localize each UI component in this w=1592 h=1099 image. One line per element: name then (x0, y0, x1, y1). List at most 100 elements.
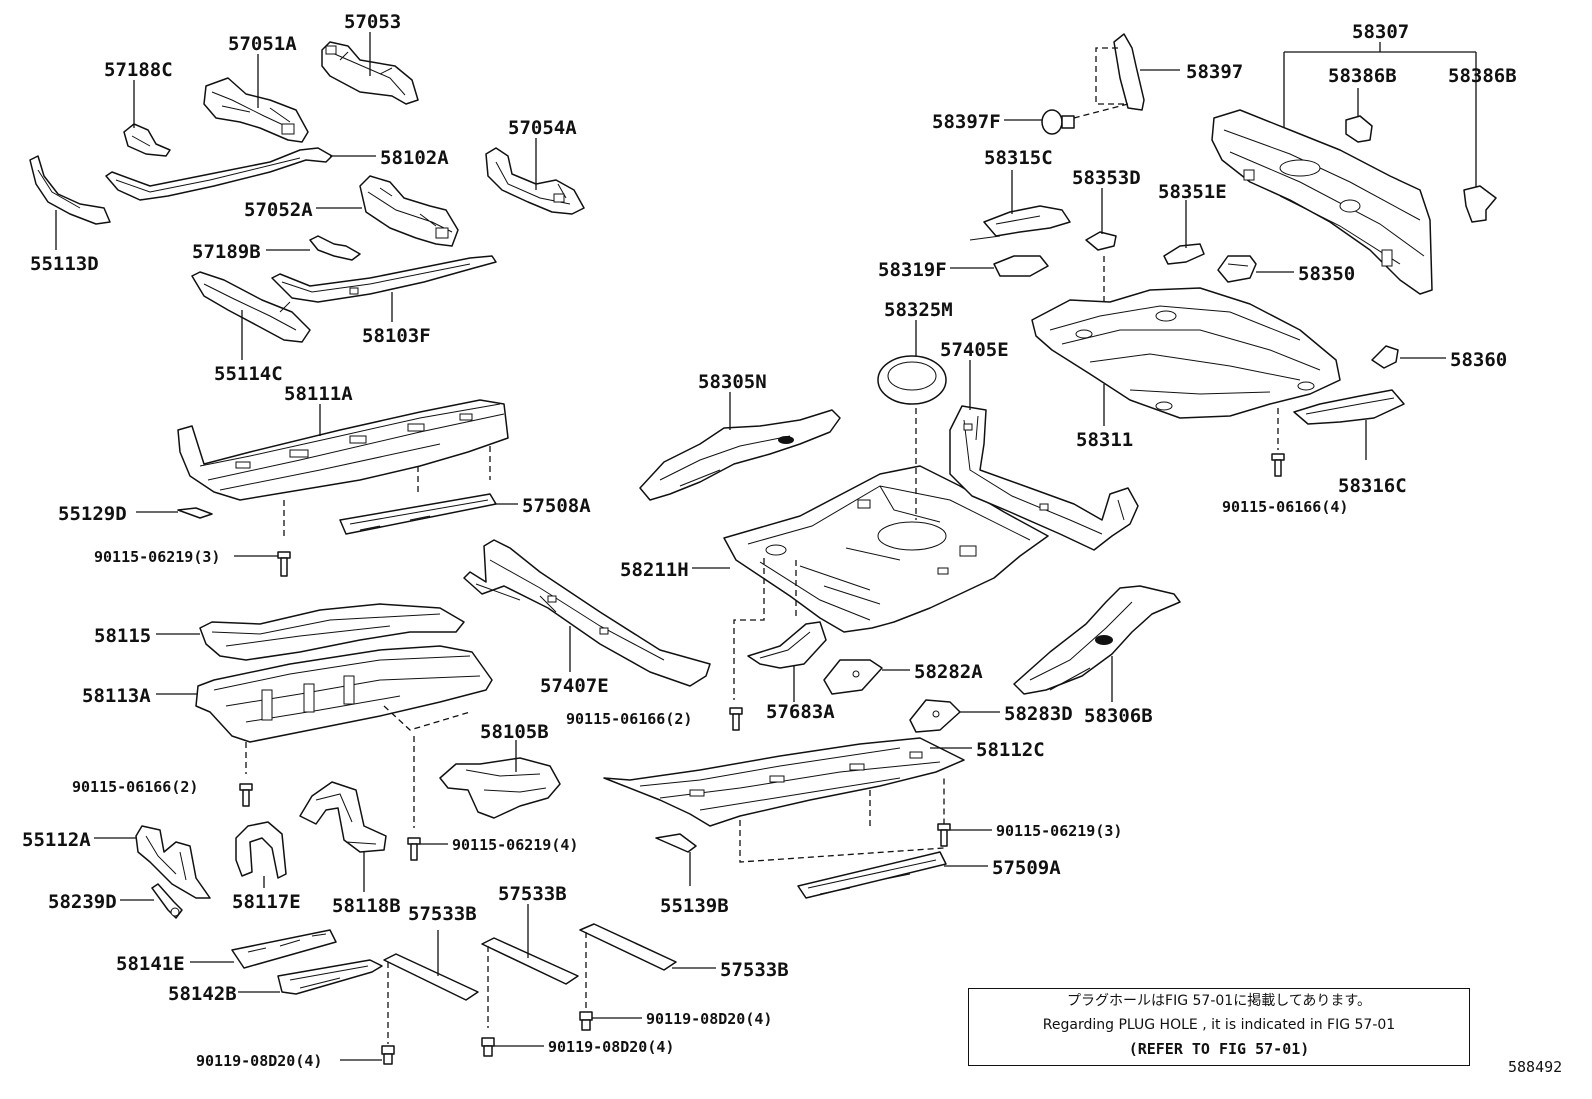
part-58319F-drawing (993, 255, 1049, 277)
label-58316C[interactable]: 58316C (1338, 475, 1407, 497)
label-58386B-1[interactable]: 58386B (1328, 65, 1397, 87)
label-58282A[interactable]: 58282A (914, 661, 983, 683)
label-90119-08D20-4-a[interactable]: 90119-08D20(4) (196, 1052, 322, 1070)
label-58239D[interactable]: 58239D (48, 891, 117, 913)
label-57407E[interactable]: 57407E (540, 675, 609, 697)
label-58112C[interactable]: 58112C (976, 739, 1045, 761)
label-58311[interactable]: 58311 (1076, 429, 1133, 451)
bolt-90115-06166-4-icon (1271, 453, 1285, 477)
label-58305N[interactable]: 58305N (698, 371, 767, 393)
label-58103F[interactable]: 58103F (362, 325, 431, 347)
part-55129D-drawing (177, 507, 213, 519)
part-58103F-drawing (271, 255, 497, 303)
label-57508A[interactable]: 57508A (522, 495, 591, 517)
label-90115-06166-2-left[interactable]: 90115-06166(2) (72, 778, 198, 796)
label-58102A[interactable]: 58102A (380, 147, 449, 169)
bolt-90115-06166-center-icon (729, 707, 743, 731)
label-58386B-2[interactable]: 58386B (1448, 65, 1517, 87)
label-57533B-2[interactable]: 57533B (498, 883, 567, 905)
label-55139B[interactable]: 55139B (660, 895, 729, 917)
label-58211H[interactable]: 58211H (620, 559, 689, 581)
label-57053[interactable]: 57053 (344, 11, 401, 33)
label-58397F[interactable]: 58397F (932, 111, 1001, 133)
label-58113A[interactable]: 58113A (82, 685, 151, 707)
label-58118B[interactable]: 58118B (332, 895, 401, 917)
part-58211H-drawing (723, 465, 1049, 633)
part-58105B-drawing (439, 757, 561, 819)
label-58397[interactable]: 58397 (1186, 61, 1243, 83)
label-58351E[interactable]: 58351E (1158, 181, 1227, 203)
part-58283D-drawing (909, 699, 961, 733)
part-58386B-right-drawing (1463, 185, 1497, 223)
label-57533B-3[interactable]: 57533B (720, 959, 789, 981)
part-57533B-strip-3-drawing (579, 923, 677, 971)
label-58105B[interactable]: 58105B (480, 721, 549, 743)
part-58141E-drawing (231, 929, 337, 969)
part-58350-drawing (1217, 255, 1257, 283)
part-58118B-drawing (299, 781, 387, 853)
label-58306B[interactable]: 58306B (1084, 705, 1153, 727)
part-58351E-drawing (1163, 243, 1205, 265)
part-55112A-drawing (135, 825, 211, 899)
label-57054A[interactable]: 57054A (508, 117, 577, 139)
part-58311-drawing (1031, 287, 1341, 419)
part-58386B-left-drawing (1345, 115, 1373, 143)
figure-number: 588492 (1508, 1058, 1563, 1076)
part-58307-drawing (1211, 109, 1433, 295)
part-58325M-drawing (877, 355, 947, 405)
part-58360-drawing (1371, 345, 1399, 369)
label-90115-06219-4[interactable]: 90115-06219(4) (452, 836, 578, 854)
bolt-90119-08D20-b-icon (481, 1037, 495, 1057)
bolt-90119-08D20-c-icon (579, 1011, 593, 1031)
label-57509A[interactable]: 57509A (992, 857, 1061, 879)
part-57052A-drawing (359, 175, 459, 247)
label-55112A[interactable]: 55112A (22, 829, 91, 851)
label-57051A[interactable]: 57051A (228, 33, 297, 55)
label-58360[interactable]: 58360 (1450, 349, 1507, 371)
label-90119-08D20-4-c[interactable]: 90119-08D20(4) (646, 1010, 772, 1028)
part-58117E-drawing (235, 821, 287, 879)
label-90115-06166-4[interactable]: 90115-06166(4) (1222, 498, 1348, 516)
label-57188C[interactable]: 57188C (104, 59, 173, 81)
bolt-90115-06219-4-icon (407, 837, 421, 861)
label-58307[interactable]: 58307 (1352, 21, 1409, 43)
label-55113D[interactable]: 55113D (30, 253, 99, 275)
label-90115-06166-2-center[interactable]: 90115-06166(2) (566, 710, 692, 728)
bolt-90119-08D20-a-icon (381, 1045, 395, 1065)
label-58353D[interactable]: 58353D (1072, 167, 1141, 189)
label-57683A[interactable]: 57683A (766, 701, 835, 723)
label-58117E[interactable]: 58117E (232, 891, 301, 913)
label-57052A[interactable]: 57052A (244, 199, 313, 221)
label-57189B[interactable]: 57189B (192, 241, 261, 263)
part-57407E-drawing (463, 539, 711, 687)
part-57508A-drawing (339, 493, 497, 535)
part-58397F-drawing (1041, 109, 1075, 135)
label-57405E[interactable]: 57405E (940, 339, 1009, 361)
part-58305N-drawing (639, 409, 841, 501)
label-57533B-1[interactable]: 57533B (408, 903, 477, 925)
label-58319F[interactable]: 58319F (878, 259, 947, 281)
bolt-90115-06219-left-icon (277, 551, 291, 577)
label-90115-06219-3-right[interactable]: 90115-06219(3) (996, 822, 1122, 840)
part-58353D-drawing (1085, 231, 1117, 251)
part-58102A-drawing (105, 147, 333, 201)
part-58315C-drawing (969, 205, 1071, 241)
label-58315C[interactable]: 58315C (984, 147, 1053, 169)
label-58283D[interactable]: 58283D (1004, 703, 1073, 725)
label-58350[interactable]: 58350 (1298, 263, 1355, 285)
bolt-90115-06166-left-icon (239, 783, 253, 807)
label-58325M[interactable]: 58325M (884, 299, 953, 321)
part-57051A-drawing (203, 77, 309, 143)
label-90119-08D20-4-b[interactable]: 90119-08D20(4) (548, 1038, 674, 1056)
label-58142B[interactable]: 58142B (168, 983, 237, 1005)
label-58111A[interactable]: 58111A (284, 383, 353, 405)
label-55114C[interactable]: 55114C (214, 363, 283, 385)
label-90115-06219-3-left[interactable]: 90115-06219(3) (94, 548, 220, 566)
part-57509A-drawing (797, 851, 947, 899)
label-55129D[interactable]: 55129D (58, 503, 127, 525)
part-57533B-strip-2-drawing (481, 937, 579, 985)
part-57533B-strip-1-drawing (383, 953, 479, 1001)
label-58141E[interactable]: 58141E (116, 953, 185, 975)
label-58115[interactable]: 58115 (94, 625, 151, 647)
